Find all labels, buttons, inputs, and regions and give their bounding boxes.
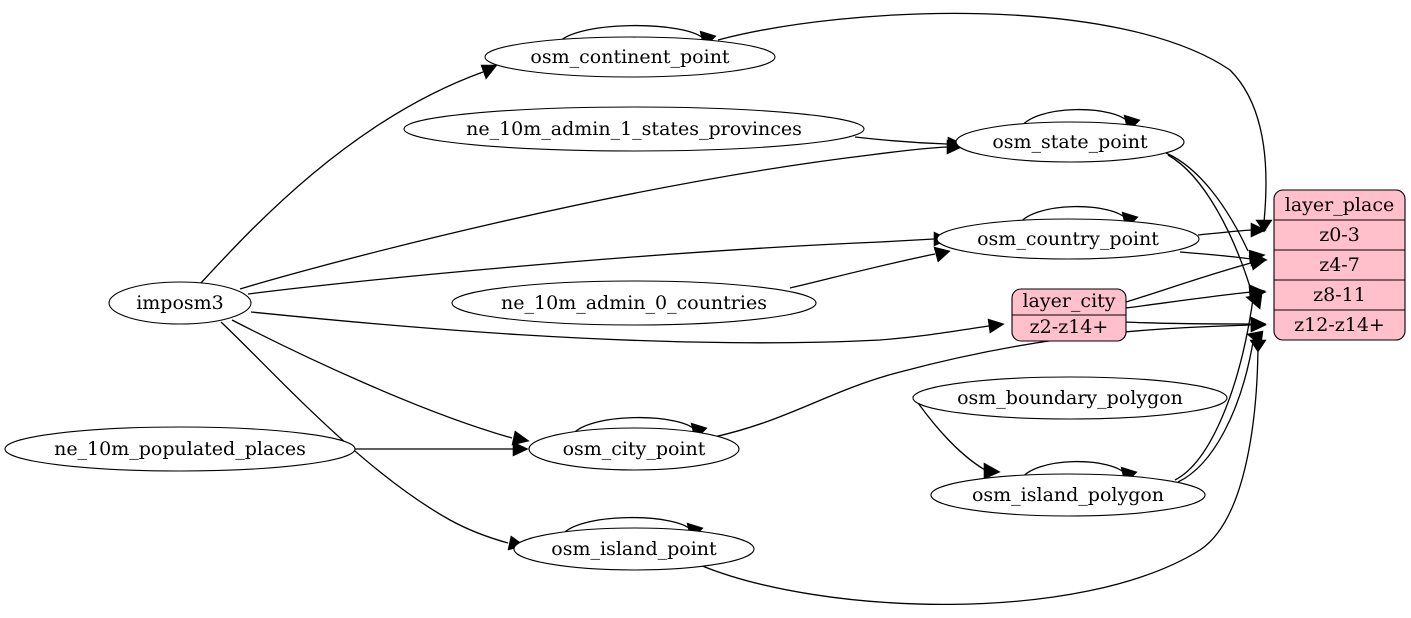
arrowhead-icon <box>511 430 530 446</box>
node-imposm3[interactable]: imposm3 <box>108 281 252 325</box>
node-ne_10m_admin_0_countries[interactable]: ne_10m_admin_0_countries <box>451 280 817 326</box>
node-layer_city[interactable]: layer_city z2-z14+ <box>1011 288 1127 342</box>
edge-osm_continent_point-to-layer_place-z0-3 <box>717 12 1267 223</box>
node-shape-ellipse[interactable] <box>513 527 755 571</box>
record-row-layer-place-z12-z14plus[interactable]: z12-z14+ <box>1294 314 1385 336</box>
edge-layer_city-to-layer_place-z8-11 <box>1125 291 1252 309</box>
node-layer_place[interactable]: layer_place z0-3 z4-7 z8-11 z12-z14+ <box>1273 189 1406 341</box>
node-shape-ellipse[interactable] <box>930 473 1206 517</box>
arrowhead-icon <box>1248 255 1267 271</box>
edge-imposm3-to-layer_city-z2-z14 <box>250 311 990 344</box>
edge-imposm3-to-osm_city_point <box>231 319 513 439</box>
node-label: osm_continent_point <box>530 46 730 68</box>
edge-osm_continent_point-self <box>556 24 706 46</box>
arrowhead-icon <box>946 139 963 155</box>
edge-osm_state_point-to-layer_place-z8-11 <box>1167 154 1251 288</box>
edge-osm_island_polygon-to-layer_place-z12-z14 <box>1177 335 1255 483</box>
node-ne_10m_admin_1_states_provinces[interactable]: ne_10m_admin_1_states_provinces <box>403 106 865 152</box>
node-osm_boundary_polygon[interactable]: osm_boundary_polygon <box>912 376 1228 420</box>
edge-osm_island_polygon-to-layer_place-z8-11 <box>1174 298 1254 481</box>
node-label: imposm3 <box>136 292 224 314</box>
arrowhead-icon <box>933 246 951 263</box>
node-label: ne_10m_admin_0_countries <box>501 292 767 314</box>
node-shape-ellipse[interactable] <box>4 426 356 472</box>
edge-osm_island_polygon-self <box>1019 460 1128 482</box>
record-row-layer-city-z2-z14plus[interactable]: z2-z14+ <box>1030 316 1109 338</box>
node-osm_island_point[interactable]: osm_island_point <box>513 527 755 571</box>
node-shape-ellipse[interactable] <box>451 280 817 326</box>
record-row-layer-place-z8-11[interactable]: z8-11 <box>1313 284 1366 306</box>
edge-osm_city_point-to-layer_place-z12-z14 <box>713 324 1252 438</box>
edge-osm_country_point-to-layer_place-z0-3 <box>1197 229 1252 236</box>
node-shape-ellipse[interactable] <box>528 427 740 471</box>
arrowhead-icon <box>1249 339 1267 353</box>
node-shape-ellipse[interactable] <box>403 106 865 152</box>
edge-osm_country_point-self <box>1017 205 1129 227</box>
edge-osm_state_point-to-layer_place-z4-7 <box>1165 152 1249 252</box>
edge-imposm3-to-osm_continent_point <box>199 71 484 285</box>
edge-imposm3-to-osm_island_point <box>220 321 509 544</box>
record-body-layer-place[interactable] <box>1273 189 1406 341</box>
node-shape-ellipse[interactable] <box>912 376 1228 420</box>
edge-osm_state_point-self <box>1019 108 1131 130</box>
edge-osm_island_point-to-layer_place-z12-z14 <box>699 339 1259 606</box>
edge-imposm3-to-osm_country_point <box>247 238 935 295</box>
arrowhead-icon <box>512 441 529 457</box>
arrowhead-icon <box>983 462 1001 480</box>
node-label: osm_island_point <box>551 538 717 560</box>
ellipse-node-layer: osm_continent_point ne_10m_admin_1_state… <box>4 36 1228 571</box>
node-osm_country_point[interactable]: osm_country_point <box>936 218 1200 260</box>
node-shape-ellipse[interactable] <box>484 36 776 78</box>
edge-osm_country_point-to-layer_place-z4-7 <box>1179 251 1252 260</box>
record-row-layer-place-z0-3[interactable]: z0-3 <box>1319 224 1360 246</box>
record-row-layer-place-title: layer_place <box>1285 194 1394 216</box>
node-label: ne_10m_populated_places <box>54 438 306 460</box>
edge-ne_admin_0_countries-to-osm_country_point <box>789 253 936 289</box>
edge-ne_states_provinces-to-osm_state_point <box>854 136 948 145</box>
node-osm_city_point[interactable]: osm_city_point <box>528 427 740 471</box>
record-row-layer-place-z4-7[interactable]: z4-7 <box>1319 254 1360 276</box>
arrowhead-icon <box>1255 219 1273 233</box>
edge-osm_island_point-self <box>560 516 694 538</box>
arrowhead-icon <box>1250 222 1267 238</box>
node-osm_state_point[interactable]: osm_state_point <box>955 121 1185 163</box>
record-node-layer: layer_place z0-3 z4-7 z8-11 z12-z14+ lay… <box>1011 189 1406 342</box>
arrowhead-icon <box>987 318 1005 334</box>
edge-layer_city-to-layer_place-z12-z14 <box>1125 321 1252 325</box>
node-shape-ellipse[interactable] <box>936 218 1200 260</box>
node-label: osm_city_point <box>563 438 706 460</box>
arrowhead-icon <box>1250 317 1267 333</box>
node-label: osm_country_point <box>977 228 1159 250</box>
node-label: osm_boundary_polygon <box>957 387 1183 409</box>
node-osm_continent_point[interactable]: osm_continent_point <box>484 36 776 78</box>
node-label: osm_state_point <box>992 131 1148 153</box>
record-row-layer-city-title: layer_city <box>1022 290 1115 312</box>
node-osm_island_polygon[interactable]: osm_island_polygon <box>930 473 1206 517</box>
node-label: osm_island_polygon <box>972 484 1164 506</box>
arrowhead-icon <box>480 64 498 80</box>
node-shape-ellipse[interactable] <box>108 281 252 325</box>
arrowhead-icon <box>1245 293 1263 310</box>
node-shape-ellipse[interactable] <box>955 121 1185 163</box>
edge-layer_city-to-layer_place-z4-7 <box>1125 262 1252 303</box>
edge-imposm3-to-osm_state_point <box>239 146 948 290</box>
edge-osm_city_point-self <box>570 416 698 438</box>
node-label: ne_10m_admin_1_states_provinces <box>466 118 802 140</box>
node-ne_10m_populated_places[interactable]: ne_10m_populated_places <box>4 426 356 472</box>
